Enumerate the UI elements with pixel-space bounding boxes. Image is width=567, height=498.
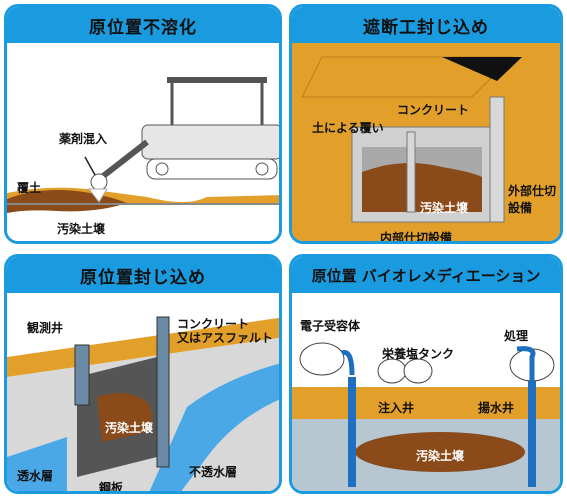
label-electron-acceptor: 電子受容体	[300, 319, 361, 333]
label-observation-well: 観測井	[27, 321, 64, 335]
barrier-illustration	[292, 43, 560, 241]
label-nutrient-tank: 栄養塩タンク	[382, 347, 455, 361]
label-chemical-mixing: 薬剤混入	[59, 132, 108, 146]
label-soil-cover: 土による覆い	[312, 121, 384, 135]
label-pumping-well: 揚水井	[478, 401, 515, 415]
insolubilization-illustration	[7, 43, 279, 241]
label-outer-partition: 外部仕切 設備	[508, 184, 557, 215]
label-treatment: 処理	[504, 329, 529, 343]
panel-title: 原位置 バイオレメディエーション	[292, 257, 560, 293]
panel-title: 遮断工封じ込め	[292, 7, 560, 43]
label-concrete-asphalt: コンクリート 又はアスファルト	[177, 317, 274, 345]
bioremediation-illustration	[292, 293, 560, 491]
containment-illustration	[7, 293, 279, 491]
label-contaminated-soil: 汚染土壌	[57, 222, 106, 236]
panel-in-situ-insolubilization: 原位置不溶化 薬剤混入 覆土 汚染土壌	[4, 4, 282, 244]
panel-in-situ-containment: 原位置封じ込め 観測井 コンクリート 又はアスファルト 汚染土壌 透水層 鋼板 …	[4, 254, 282, 494]
label-steel-plate: 鋼板	[99, 481, 124, 494]
label-impermeable-layer: 不透水層	[189, 465, 238, 479]
label-permeable-layer: 透水層	[17, 469, 54, 483]
label-contaminated-soil: 汚染土壌	[420, 201, 469, 215]
label-concrete: コンクリート	[397, 103, 470, 117]
label-contaminated-soil: 汚染土壌	[416, 449, 465, 463]
label-contaminated-soil: 汚染土壌	[105, 421, 154, 435]
label-cover-soil: 覆土	[17, 181, 42, 195]
panel-title: 原位置封じ込め	[7, 257, 279, 293]
panel-in-situ-bioremediation: 原位置 バイオレメディエーション 電子受容体 栄養塩タンク 処理 注入井 揚水井…	[289, 254, 563, 494]
label-injection-well: 注入井	[378, 401, 415, 415]
panel-title: 原位置不溶化	[7, 7, 279, 43]
panel-barrier-containment: 遮断工封じ込め コンクリート 土による覆い 汚染土壌 外部仕切 設備 内部仕切設…	[289, 4, 563, 244]
label-inner-partition: 内部仕切設備	[380, 231, 453, 244]
